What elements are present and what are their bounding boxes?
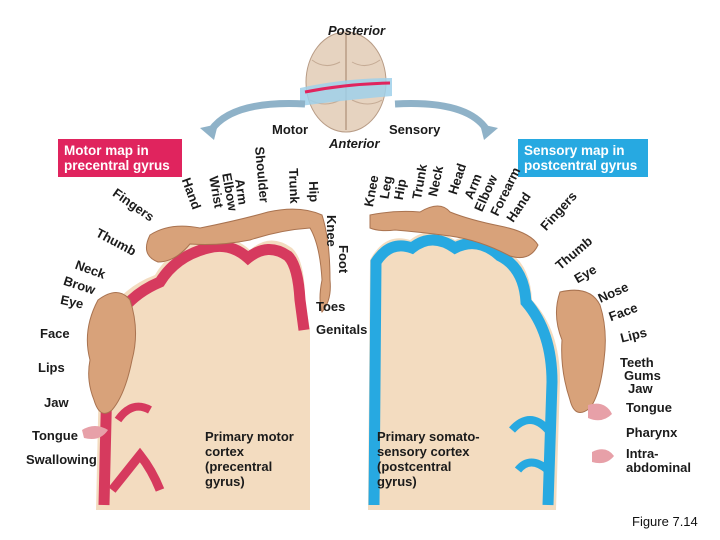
sensory-map-line1: Sensory map in [524,143,625,158]
anterior-label: Anterior [329,136,380,151]
motor-trunk-label: Trunk [286,167,303,204]
motor-foot-label: Foot [336,245,351,274]
motor-hip-label: Hip [306,180,322,203]
sensory-homunculus [369,205,614,464]
sensory-abdominal-label: abdominal [626,460,692,475]
motor-tongue-label: Tongue [32,428,78,443]
sensory-cortex-caption-title: Primary somato- [377,429,480,444]
motor-toes-label: Toes [316,299,346,314]
sensory-cortex-caption-body: sensory cortex (postcentral gyrus) [377,444,470,489]
motor-map-line1: Motor map in [64,143,149,158]
motor-knee-label: Knee [324,215,339,247]
motor-map-box: Motor map in precentral gyrus [58,139,182,177]
motor-lips-label: Lips [38,360,65,375]
sensory-jaw-label: Jaw [628,381,653,396]
figure-label: Figure 7.14 [632,514,698,529]
motor-jaw-label: Jaw [44,395,69,410]
motor-map-line2: precentral gyrus [64,158,170,173]
sensory-hip-label: Hip [390,177,410,202]
motor-face-label: Face [40,326,70,341]
motor-genitals-label: Genitals [316,322,368,337]
sensory-cortex-section [368,232,560,510]
brain-top-view [300,31,392,133]
sensory-map-box: Sensory map in postcentral gyrus [518,139,648,177]
posterior-label: Posterior [328,23,386,38]
sensory-gums-label: Gums [624,368,661,383]
sensory-intra-label: Intra- [626,446,659,461]
motor-cortex-section [96,237,310,511]
sensory-map-line2: postcentral gyrus [524,158,638,173]
split-arrows [200,100,498,140]
motor-cortex-caption-body: cortex (precentral gyrus) [205,444,273,489]
motor-cortex-caption-title: Primary motor [205,429,294,444]
sensory-tongue-label: Tongue [626,400,672,415]
sensory-label: Sensory [389,122,441,137]
motor-swallowing-label: Swallowing [26,452,97,467]
sensory-teeth-label: Teeth [620,355,654,370]
motor-homunculus [82,208,331,439]
sensory-pharynx-label: Pharynx [626,425,678,440]
motor-label: Motor [272,122,309,137]
motor-arm-label: Arm [232,177,251,206]
